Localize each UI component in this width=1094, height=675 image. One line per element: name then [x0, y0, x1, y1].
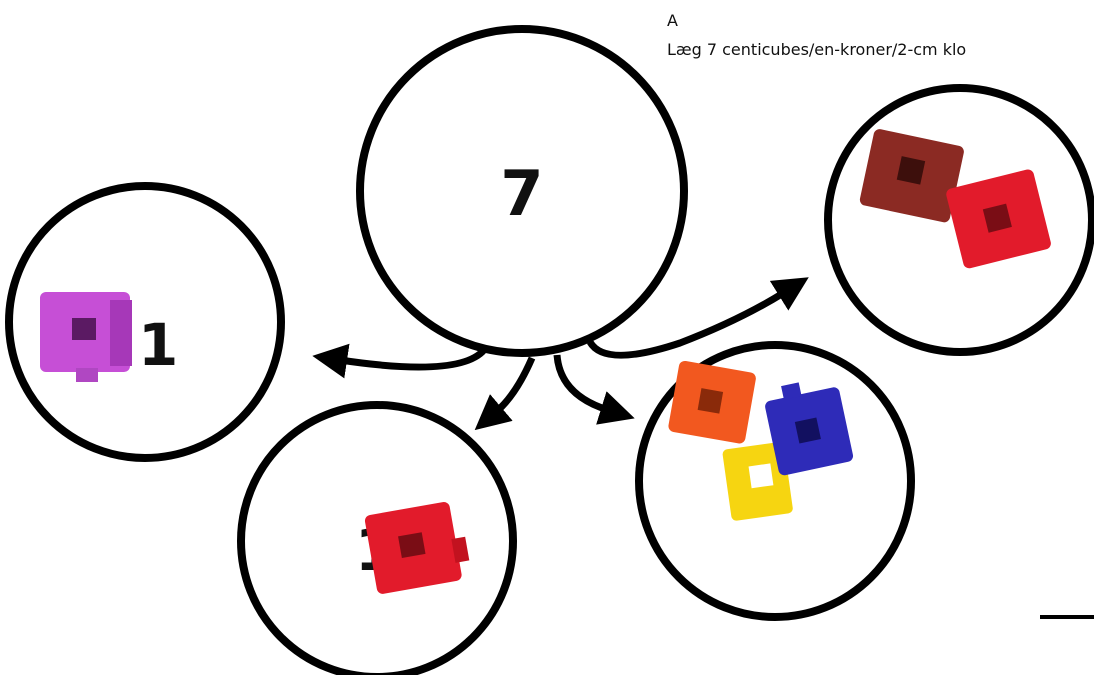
part-circle-top-right: [828, 88, 1092, 352]
arrow-to-left-part: [340, 350, 484, 367]
part-circle-bottom: 1: [241, 405, 513, 675]
arrow-to-bottom-part: [496, 358, 532, 412]
whole-number: 7: [500, 157, 543, 230]
part-circle-left: 1: [9, 186, 281, 458]
arrow-to-bottom-right-part: [557, 355, 608, 410]
part-label-left: 1: [138, 311, 178, 379]
part-circle-bottom-right: [639, 345, 911, 617]
magenta-cube: [40, 292, 132, 382]
orange-cube: [667, 360, 756, 444]
